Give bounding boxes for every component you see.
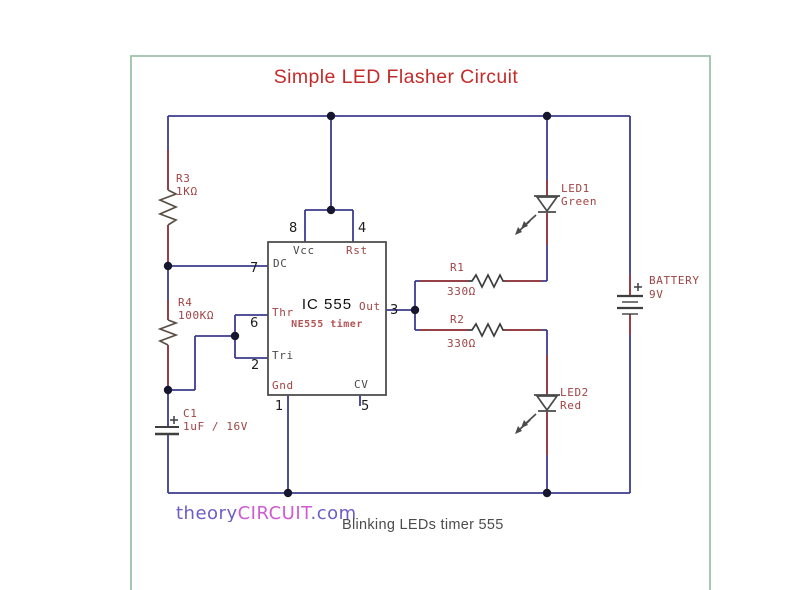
ic-pin-number-2: 2 — [251, 358, 260, 373]
ic-pin-label-out: Out — [359, 300, 381, 313]
c1-value: 1uF / 16V — [183, 420, 249, 433]
ic-pin-number-6: 6 — [250, 316, 259, 331]
capacitor-c1-symbol — [155, 416, 179, 436]
r4-value: 100KΩ — [178, 309, 215, 322]
r1-value: 330Ω — [447, 285, 476, 298]
diagram-title: Simple LED Flasher Circuit — [273, 66, 519, 88]
resistor-r1-symbol — [468, 273, 505, 289]
r4-name: R4 — [178, 296, 193, 309]
ic-pin-number-5: 5 — [361, 399, 370, 414]
ic555-box — [267, 241, 387, 396]
ic-pin-label-dc: DC — [273, 257, 288, 270]
r1-name: R1 — [450, 261, 465, 274]
resistor-r4-symbol — [157, 319, 179, 346]
ic-pin-label-rst: Rst — [346, 244, 368, 257]
ic-pin-label-thr: Thr — [272, 306, 294, 319]
ic-pin-label-gnd: Gnd — [272, 379, 294, 392]
wire-network — [167, 115, 631, 494]
r3-value: 1KΩ — [176, 185, 198, 198]
resistor-r3-symbol — [157, 189, 179, 226]
led2-name: LED2 — [560, 386, 589, 399]
frame-border — [130, 55, 711, 590]
ic-pin-number-8: 8 — [289, 221, 298, 236]
ic-pin-number-7: 7 — [250, 261, 259, 276]
resistor-r2-symbol — [468, 322, 505, 338]
battery-value: 9V — [649, 288, 664, 301]
image-caption: Blinking LEDs timer 555 — [342, 517, 504, 533]
watermark: theoryCIRCUIT.com — [176, 503, 357, 522]
led2-value: Red — [560, 399, 582, 412]
led1-name: LED1 — [561, 182, 590, 195]
c1-name: C1 — [183, 407, 198, 420]
led1-value: Green — [561, 195, 598, 208]
junction-dots — [163, 111, 552, 498]
r2-value: 330Ω — [447, 337, 476, 350]
r2-name: R2 — [450, 313, 465, 326]
led1-symbol — [515, 195, 560, 235]
watermark-part2: CIRCUIT — [237, 503, 311, 522]
ic-pin-number-3: 3 — [390, 303, 399, 318]
ic-pin-label-tri: Tri — [272, 349, 294, 362]
led2-symbol — [515, 394, 560, 434]
battery-name: BATTERY — [649, 274, 700, 287]
battery-symbol — [617, 283, 643, 315]
ic-pin-label-vcc: Vcc — [293, 244, 315, 257]
ic-subtitle: NE555 timer — [291, 319, 363, 330]
ic-pin-number-4: 4 — [358, 221, 367, 236]
watermark-part3: .com — [310, 503, 357, 522]
ic-name: IC 555 — [301, 296, 353, 313]
watermark-part1: theory — [176, 503, 238, 522]
r3-name: R3 — [176, 172, 191, 185]
ic-pin-number-1: 1 — [275, 399, 284, 414]
wire-red-leads — [167, 150, 631, 455]
ic-pin-label-cv: CV — [354, 378, 369, 391]
